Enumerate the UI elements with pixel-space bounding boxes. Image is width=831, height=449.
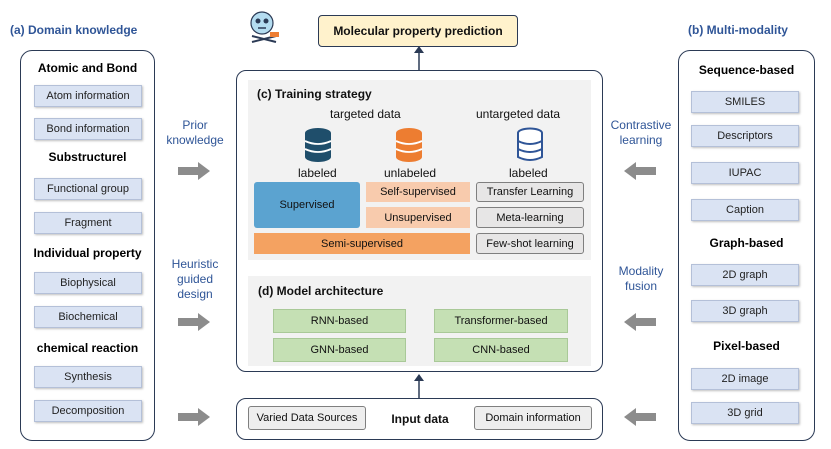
molecular-property-prediction-box: Molecular property prediction: [318, 15, 518, 47]
database-icon-labeled-untargeted: [517, 127, 543, 161]
item-biochemical: Biochemical: [34, 306, 142, 328]
section-sequence-based: Sequence-based: [698, 63, 795, 77]
item-iupac: IUPAC: [691, 162, 799, 184]
item-functional-group: Functional group: [34, 178, 142, 200]
transfer-learning-box: Transfer Learning: [476, 182, 584, 202]
up-arrow-top-icon: [414, 46, 424, 70]
item-biophysical: Biophysical: [34, 272, 142, 294]
section-graph-based: Graph-based: [709, 236, 784, 250]
modality-label-line2: fusion: [624, 279, 658, 293]
modality-fusion-label: Modality fusion: [604, 264, 678, 294]
semi-supervised-box: Semi-supervised: [254, 233, 470, 254]
gnn-based-box: GNN-based: [273, 338, 406, 362]
heuristic-label-line1: Heuristic: [171, 257, 219, 271]
untargeted-data-label: untargeted data: [476, 107, 561, 121]
self-supervised-box: Self-supervised: [366, 182, 470, 202]
item-smiles: SMILES: [691, 91, 799, 113]
item-bond-information: Bond information: [34, 118, 142, 140]
heuristic-label-line2: guided: [176, 272, 214, 286]
database-icon-unlabeled: [395, 128, 423, 162]
right-arrow-icon-2: [178, 313, 210, 331]
item-fragment: Fragment: [34, 212, 142, 234]
section-substructure: Substructurel: [48, 150, 127, 164]
left-header: (a) Domain knowledge: [10, 23, 138, 37]
contrastive-learning-label: Contrastive learning: [604, 118, 678, 148]
right-arrow-icon-3: [178, 408, 210, 426]
training-strategy-title: (c) Training strategy: [257, 87, 372, 101]
heuristic-label: Heuristic guided design: [160, 257, 230, 302]
unsupervised-box: Unsupervised: [366, 207, 470, 228]
contrastive-label-line2: learning: [619, 133, 663, 147]
database-icon-labeled: [304, 128, 332, 162]
item-descriptors: Descriptors: [691, 125, 799, 147]
item-3d-grid: 3D grid: [691, 402, 799, 424]
modality-label-line1: Modality: [618, 264, 664, 278]
left-arrow-icon-1: [624, 162, 656, 180]
item-2d-image: 2D image: [691, 368, 799, 390]
contrastive-label-line1: Contrastive: [610, 118, 672, 132]
rnn-based-box: RNN-based: [273, 309, 406, 333]
prior-knowledge-label: Prior knowledge: [160, 118, 230, 148]
item-decomposition: Decomposition: [34, 400, 142, 422]
right-header: (b) Multi-modality: [688, 23, 788, 37]
section-pixel-based: Pixel-based: [713, 339, 780, 353]
labeled-label-1: labeled: [298, 166, 337, 180]
cnn-based-box: CNN-based: [434, 338, 568, 362]
transformer-based-box: Transformer-based: [434, 309, 568, 333]
item-atom-information: Atom information: [34, 85, 142, 107]
up-arrow-bottom-icon: [414, 374, 424, 398]
targeted-data-label: targeted data: [330, 107, 401, 121]
section-chemical-reaction: chemical reaction: [36, 341, 139, 355]
domain-information-box: Domain information: [474, 406, 592, 430]
item-caption: Caption: [691, 199, 799, 221]
input-data-title: Input data: [391, 412, 449, 426]
left-arrow-icon-3: [624, 408, 656, 426]
item-synthesis: Synthesis: [34, 366, 142, 388]
item-2d-graph: 2D graph: [691, 264, 799, 286]
section-individual-property: Individual property: [33, 246, 142, 260]
left-arrow-icon-2: [624, 313, 656, 331]
model-architecture-title: (d) Model architecture: [258, 284, 384, 298]
few-shot-learning-box: Few-shot learning: [476, 233, 584, 254]
labeled-label-2: labeled: [509, 166, 548, 180]
prior-label-line2: knowledge: [166, 133, 224, 147]
meta-learning-box: Meta-learning: [476, 207, 584, 228]
training-strategy-panel: [248, 80, 591, 260]
section-atomic-bond: Atomic and Bond: [37, 61, 138, 75]
toxic-flask-icon: [250, 11, 279, 43]
prior-label-line1: Prior: [182, 118, 208, 132]
varied-data-sources-box: Varied Data Sources: [248, 406, 366, 430]
heuristic-label-line3: design: [177, 287, 213, 301]
item-3d-graph: 3D graph: [691, 300, 799, 322]
right-arrow-icon-1: [178, 162, 210, 180]
unlabeled-label: unlabeled: [384, 166, 437, 180]
supervised-box: Supervised: [254, 182, 360, 228]
